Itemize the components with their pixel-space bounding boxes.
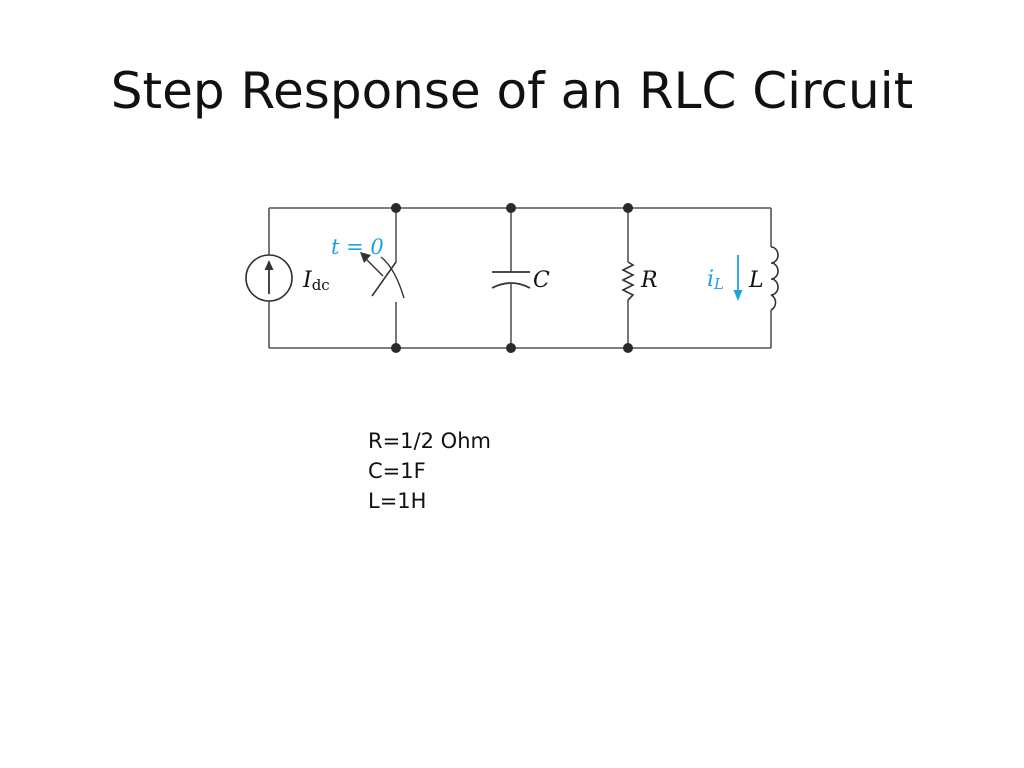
- inductor-label: L: [748, 268, 764, 293]
- switch-symbol: [360, 252, 405, 299]
- inductor-current-arrow: [733, 255, 743, 301]
- inductor-symbol: [770, 246, 779, 311]
- current-source-symbol: [245, 254, 293, 302]
- current-label: iL: [707, 267, 724, 293]
- circuit-nodes: [391, 203, 633, 353]
- circuit-wires: [268, 207, 772, 349]
- source-label: Idc: [302, 268, 330, 294]
- capacitor-label: C: [533, 268, 550, 293]
- slide-title: Step Response of an RLC Circuit: [110, 62, 914, 120]
- resistance-value: R=1/2 Ohm: [368, 429, 491, 453]
- capacitor-symbol: [491, 271, 531, 289]
- resistor-label: R: [640, 268, 658, 293]
- resistor-symbol: [621, 261, 635, 301]
- capacitance-value: C=1F: [368, 459, 426, 483]
- component-values: R=1/2 Ohm C=1F L=1H: [368, 426, 491, 516]
- inductance-value: L=1H: [368, 489, 427, 513]
- switch-label: t = 0: [331, 235, 384, 259]
